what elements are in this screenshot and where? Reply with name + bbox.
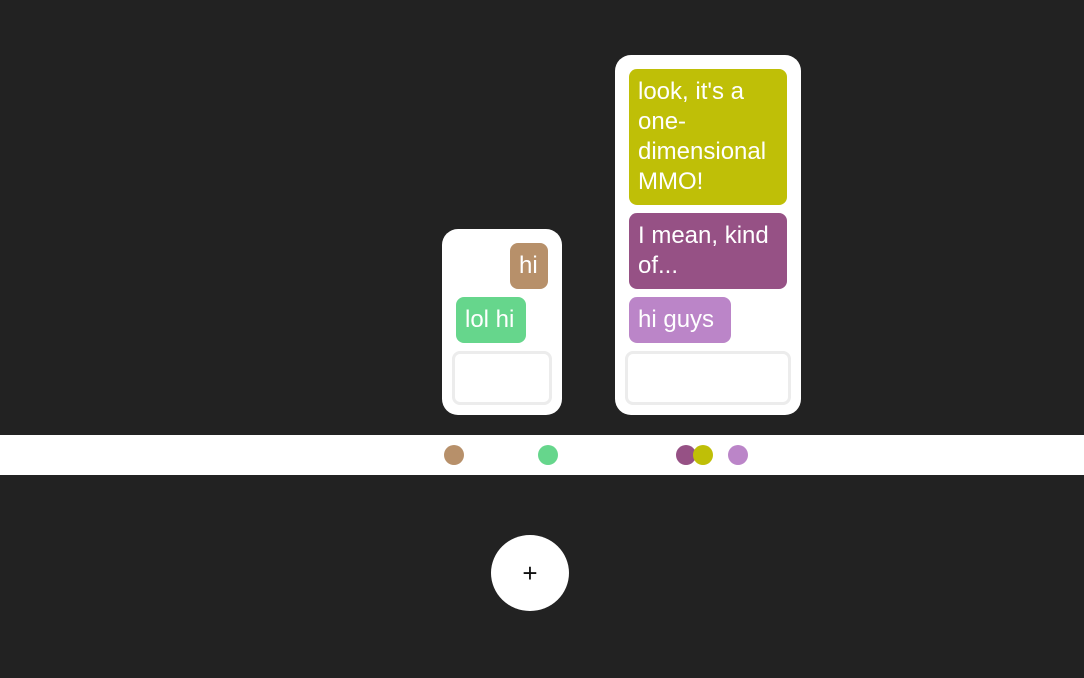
chat-panel-right: look, it's a one-dimensional MMO! I mean… <box>615 55 801 415</box>
chat-bubble: hi <box>510 243 548 289</box>
chat-bubble: lol hi <box>456 297 526 343</box>
chat-bubble: look, it's a one-dimensional MMO! <box>629 69 787 205</box>
chat-bubble: I mean, kind of... <box>629 213 787 289</box>
chat-panel-left: hi lol hi <box>442 229 562 415</box>
chat-bubble: hi guys <box>629 297 731 343</box>
player-dot-icon[interactable] <box>538 445 558 465</box>
plus-icon: + <box>522 558 538 588</box>
chat-input-right[interactable] <box>625 351 791 405</box>
player-dot-icon[interactable] <box>676 445 696 465</box>
world-strip <box>0 435 1084 475</box>
player-dot-icon[interactable] <box>444 445 464 465</box>
chat-input-left[interactable] <box>452 351 552 405</box>
add-button[interactable]: + <box>491 535 569 611</box>
player-dot-icon[interactable] <box>693 445 713 465</box>
player-dot-icon[interactable] <box>728 445 748 465</box>
